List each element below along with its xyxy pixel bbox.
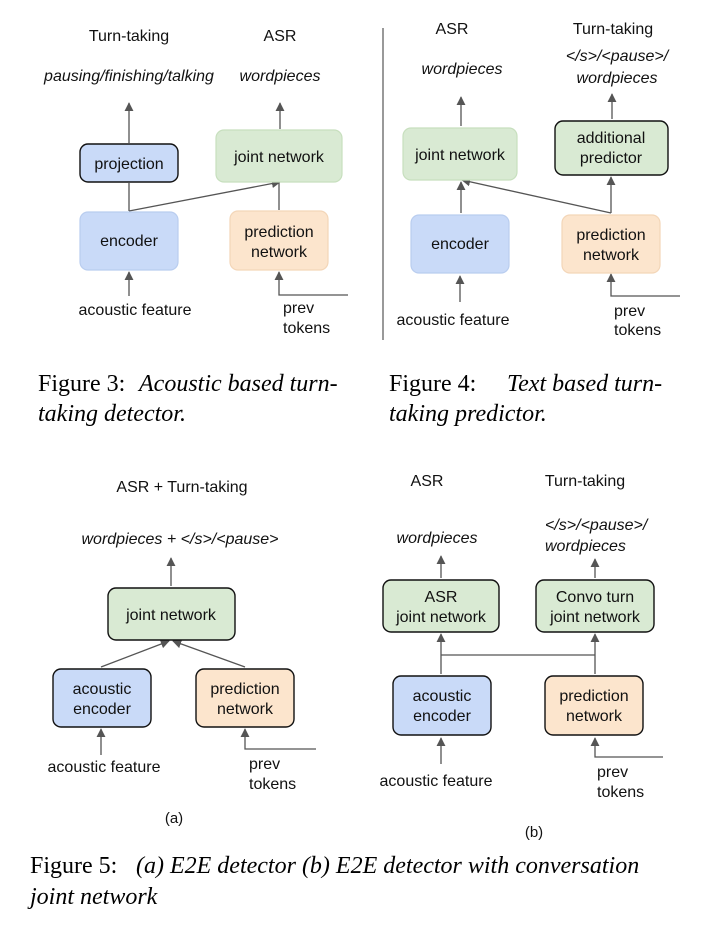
fig4-arrow-prediction-joint bbox=[461, 177, 612, 214]
fig3-prev: prev bbox=[283, 300, 314, 317]
fig5a-acoustic-label-1: acoustic bbox=[73, 681, 132, 698]
fig5b-turn-output-2: wordpieces bbox=[545, 538, 626, 555]
fig5a-arrow-prediction-joint bbox=[172, 639, 246, 668]
fig5a-tokens: tokens bbox=[249, 776, 296, 793]
fig5b-turn-taking-title: Turn-taking bbox=[545, 473, 625, 490]
fig3-turn-taking-output: pausing/finishing/talking bbox=[43, 68, 214, 85]
fig5b-arrow-prev-prediction bbox=[590, 737, 663, 758]
fig4-acoustic-feature: acoustic feature bbox=[397, 312, 510, 329]
fig4-arrow-prev-prediction bbox=[606, 273, 680, 297]
fig3-acoustic-feature: acoustic feature bbox=[79, 302, 192, 319]
fig5b-prediction-box bbox=[544, 675, 644, 736]
fig4-prediction-label-2: network bbox=[583, 247, 640, 264]
fig3-arrow-encoder-joint bbox=[128, 179, 281, 212]
fig5b-prediction-label-1: prediction bbox=[559, 688, 628, 705]
fig3-caption-prefix: Figure 3: bbox=[38, 371, 125, 397]
fig5b-asr-joint-box bbox=[382, 579, 500, 633]
fig5b-convo-joint-label-2: joint network bbox=[549, 609, 641, 626]
fig5a-prediction-label-1: prediction bbox=[210, 681, 279, 698]
fig3-prediction-label-1: prediction bbox=[244, 224, 313, 241]
fig4-joint-network-label: joint network bbox=[414, 147, 506, 164]
fig3-tokens: tokens bbox=[283, 320, 330, 337]
fig4-caption-prefix: Figure 4: bbox=[389, 371, 476, 397]
fig4-caption-line1: Text based turn- bbox=[507, 371, 662, 397]
fig5b-asr-output: wordpieces bbox=[397, 530, 478, 547]
fig5a-prediction-label-2: network bbox=[217, 701, 274, 718]
fig5a-sublabel: (a) bbox=[165, 810, 183, 827]
figure-5b: ASR Turn-taking wordpieces </s>/<pause>/… bbox=[380, 473, 663, 841]
fig4-asr-title: ASR bbox=[436, 21, 469, 38]
fig5a-acoustic-label-2: encoder bbox=[73, 701, 131, 718]
fig5a-prediction-box bbox=[195, 668, 295, 728]
fig4-prediction-label-1: prediction bbox=[576, 227, 645, 244]
fig5b-tokens: tokens bbox=[597, 784, 644, 801]
fig5b-asr-joint-label-2: joint network bbox=[395, 609, 487, 626]
fig3-prediction-box bbox=[229, 210, 329, 271]
fig3-joint-network-label: joint network bbox=[233, 149, 325, 166]
fig4-additional-predictor-box bbox=[554, 120, 669, 176]
fig4-caption-line2: taking predictor. bbox=[389, 401, 547, 427]
fig3-prediction-label-2: network bbox=[251, 244, 308, 261]
fig3-projection-label: projection bbox=[94, 156, 163, 173]
figure-3: Turn-taking ASR pausing/finishing/talkin… bbox=[38, 28, 348, 427]
fig5a-prev: prev bbox=[249, 756, 280, 773]
fig3-arrow-prev-prediction bbox=[274, 271, 348, 296]
fig5b-turn-output-1: </s>/<pause>/ bbox=[545, 517, 649, 534]
fig5a-joint-network-box bbox=[107, 587, 236, 641]
fig4-turn-output-2: wordpieces bbox=[577, 70, 658, 87]
fig5-caption-prefix: Figure 5: bbox=[30, 853, 117, 879]
fig3-joint-network-box bbox=[215, 129, 343, 183]
fig5b-asr-title: ASR bbox=[411, 473, 444, 490]
fig3-asr-output: wordpieces bbox=[240, 68, 321, 85]
fig5b-prediction-label-2: network bbox=[566, 708, 623, 725]
fig5b-asr-joint-label-1: ASR bbox=[425, 589, 458, 606]
fig5a-output: wordpieces + </s>/<pause> bbox=[81, 531, 278, 548]
fig5a-acoustic-feature: acoustic feature bbox=[48, 759, 161, 776]
figure-4: ASR Turn-taking wordpieces </s>/<pause>/… bbox=[389, 21, 680, 427]
fig5b-convo-joint-label-1: Convo turn bbox=[556, 589, 634, 606]
figure-5-caption: Figure 5: (a) E2E detector (b) E2E detec… bbox=[27, 853, 639, 910]
fig5a-acoustic-encoder-box bbox=[52, 668, 152, 728]
fig4-joint-network-box bbox=[402, 127, 518, 181]
fig5-caption-line2: joint network bbox=[27, 884, 158, 910]
fig3-encoder-label: encoder bbox=[100, 233, 158, 250]
figure-5a: ASR + Turn-taking wordpieces + </s>/<pau… bbox=[48, 479, 316, 827]
fig4-asr-output: wordpieces bbox=[422, 61, 503, 78]
fig5a-arrow-acoustic-joint bbox=[100, 639, 170, 668]
fig5b-acoustic-feature: acoustic feature bbox=[380, 773, 493, 790]
fig5b-acoustic-label-1: acoustic bbox=[413, 688, 472, 705]
fig5-caption-line1: (a) E2E detector (b) E2E detector with c… bbox=[136, 853, 639, 879]
fig4-encoder-box bbox=[410, 214, 510, 274]
fig4-additional-label-1: additional bbox=[577, 130, 646, 147]
fig5a-joint-network-label: joint network bbox=[125, 607, 217, 624]
fig4-additional-label-2: predictor bbox=[580, 150, 643, 167]
fig5b-acoustic-encoder-box bbox=[392, 675, 492, 736]
fig4-prediction-box bbox=[561, 214, 661, 274]
fig5a-arrow-prev-prediction bbox=[240, 728, 316, 750]
fig5a-title: ASR + Turn-taking bbox=[116, 479, 247, 496]
fig5b-prev: prev bbox=[597, 764, 628, 781]
fig3-projection-box bbox=[79, 143, 179, 183]
fig3-asr-title: ASR bbox=[264, 28, 297, 45]
fig3-turn-taking-title: Turn-taking bbox=[89, 28, 169, 45]
fig5b-convo-joint-box bbox=[535, 579, 655, 633]
fig4-prev: prev bbox=[614, 303, 645, 320]
fig4-turn-taking-title: Turn-taking bbox=[573, 21, 653, 38]
fig4-encoder-label: encoder bbox=[431, 236, 489, 253]
fig5b-sublabel: (b) bbox=[525, 824, 543, 841]
fig4-tokens: tokens bbox=[614, 322, 661, 339]
fig3-caption-line1: Acoustic based turn- bbox=[137, 371, 338, 397]
fig3-caption-line2: taking detector. bbox=[38, 401, 186, 427]
fig3-encoder-box bbox=[79, 211, 179, 271]
fig5b-acoustic-label-2: encoder bbox=[413, 708, 471, 725]
fig4-turn-output-1: </s>/<pause>/ bbox=[566, 48, 670, 65]
